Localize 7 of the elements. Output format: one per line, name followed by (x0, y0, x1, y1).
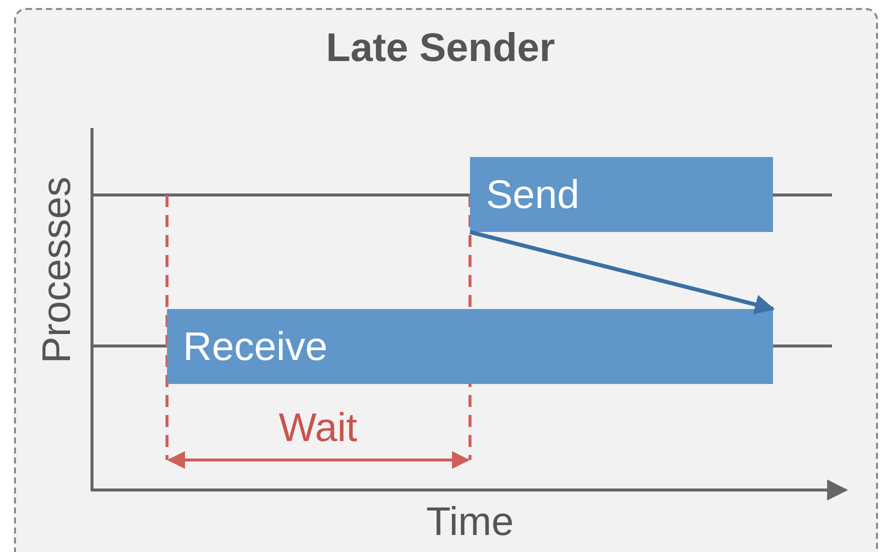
axis-label: Processes (37, 176, 77, 364)
dimension-label: Wait (278, 408, 358, 448)
activity-bar: Receive (167, 309, 773, 384)
title: Late Sender (325, 28, 556, 68)
axis-label: Time (426, 502, 514, 542)
message-arrow (470, 230, 775, 314)
activity-bar: Send (470, 157, 773, 232)
